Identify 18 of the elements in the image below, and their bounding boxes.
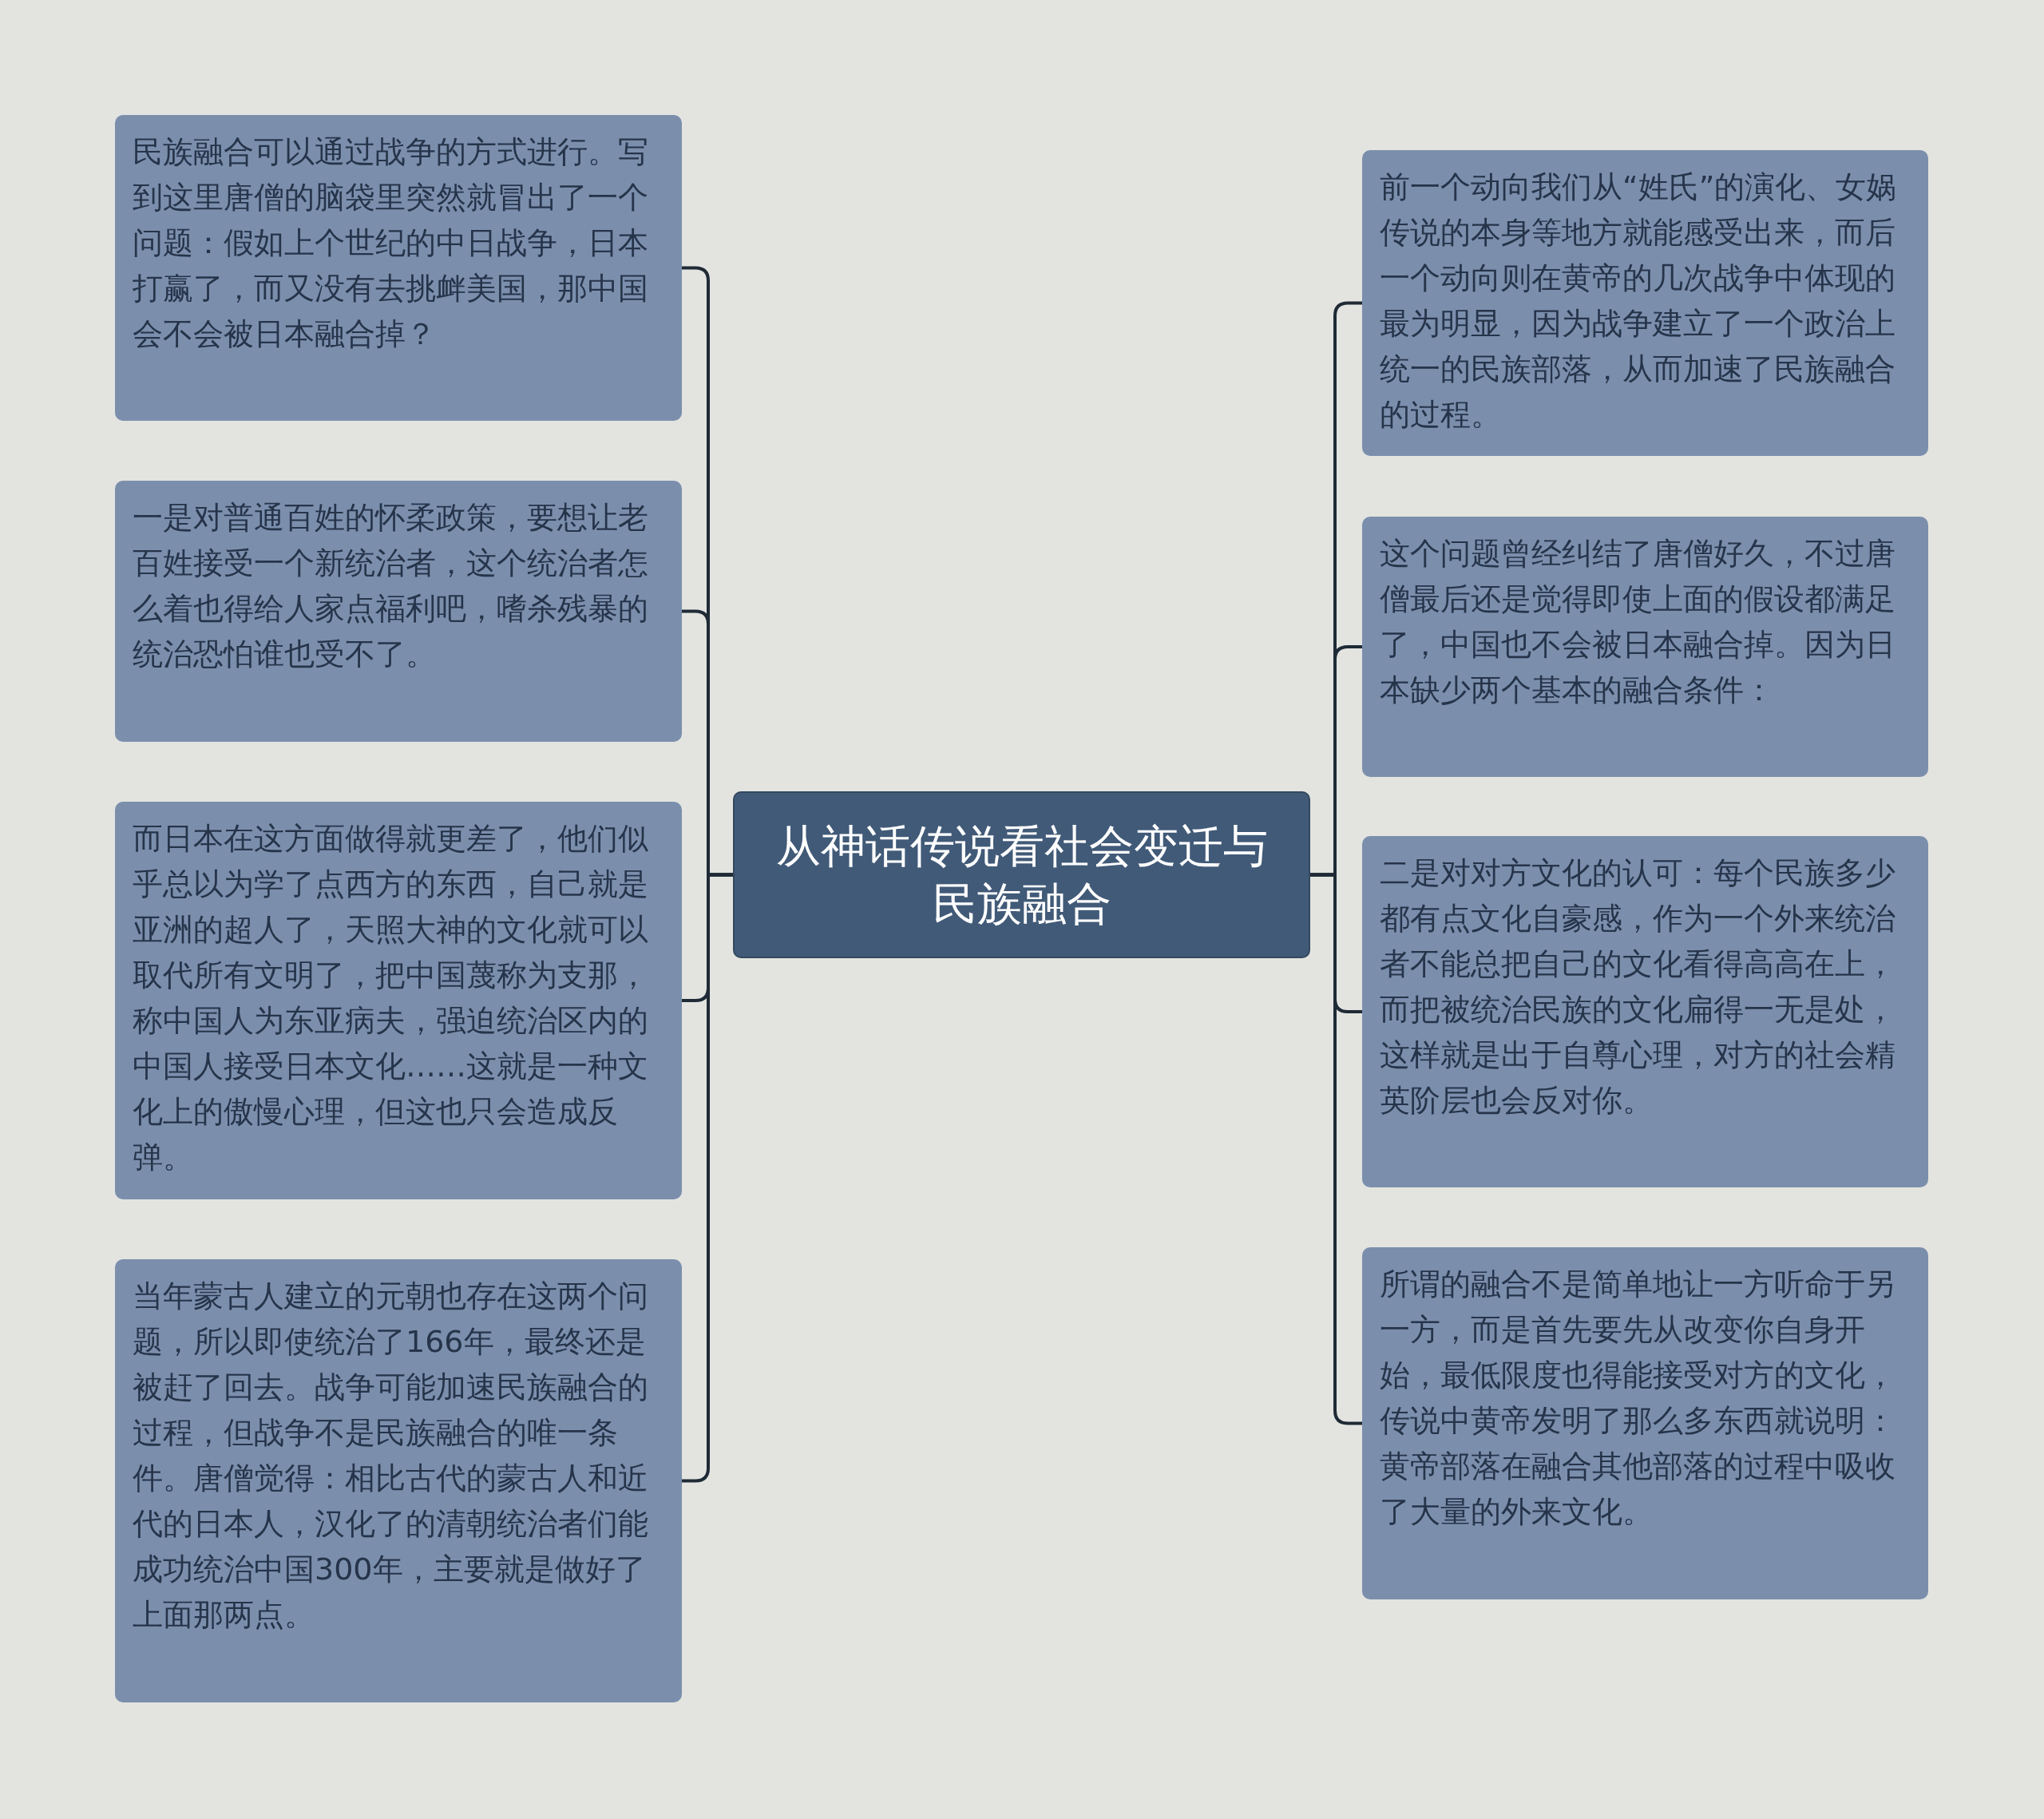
topic-box bbox=[115, 481, 682, 742]
topic-text: 当年蒙古人建立的元朝也存在这两个问题，所以即使统治了166年，最终还是被赶了回去。战争可能加速民族融合的过程，但战争不是民族融合的唯一条件。唐僧觉得：相比古代的蒙古人和近代的日本人，汉化了的清朝统治者们能成功统治中国300年，主要就是做好了上面那两点。 bbox=[133, 1278, 648, 1632]
topic-box bbox=[1362, 517, 1928, 777]
central-topic-text: 从神话传说看社会变迁与民族融合 bbox=[774, 818, 1269, 931]
topic-box bbox=[1362, 1247, 1928, 1599]
topic-box bbox=[1362, 150, 1928, 456]
topic-text: 而日本在这方面做得就更差了，他们似乎总以为学了点西方的东西，自己就是亚洲的超人了，天照大神的文化就可以取代所有文明了，把中国蔑称为支那，称中国人为东亚病夫，强迫统治区内的中国人接受日本文化……这就是一种文化上的傲慢心理，但这也只会造成反弹。 bbox=[133, 821, 648, 1175]
topic-text: 这个问题曾经纠结了唐僧好久，不过唐僧最后还是觉得即使上面的假设都满足了，中国也不会被日本融合掉。因为日本缺少两个基本的融合条件： bbox=[1380, 536, 1895, 707]
topic-box bbox=[1362, 836, 1928, 1187]
topic-text: 所谓的融合不是简单地让一方听命于另一方，而是首先要先从改变你自身开始，最低限度也得能接受对方的文化，传说中黄帝发明了那么多东西就说明：黄帝部落在融合其他部落的过程中吸收了大量的外来文化。 bbox=[1380, 1266, 1895, 1529]
topic-box bbox=[115, 802, 682, 1199]
topic-text: 前一个动向我们从“姓氏”的演化、女娲传说的本身等地方就能感受出来，而后一个动向则在黄帝的几次战争中体现的最为明显，因为战争建立了一个政治上统一的民族部落，从而加速了民族融合的过程。 bbox=[1380, 169, 1897, 432]
topic-text: 二是对对方文化的认可：每个民族多少都有点文化自豪感，作为一个外来统治者不能总把自己的文化看得高高在上，而把被统治民族的文化扁得一无是处，这样就是出于自尊心理，对方的社会精英阶层也会反对你。 bbox=[1380, 855, 1895, 1118]
topic-box bbox=[115, 115, 682, 421]
central-topic-box bbox=[733, 791, 1310, 958]
topic-text: 一是对普通百姓的怀柔政策，要想让老百姓接受一个新统治者，这个统治者怎么着也得给人家点福利吧，嗜杀残暴的统治恐怕谁也受不了。 bbox=[133, 500, 648, 672]
topic-text: 民族融合可以通过战争的方式进行。写到这里唐僧的脑袋里突然就冒出了一个问题：假如上个世纪的中日战争，日本打赢了，而又没有去挑衅美国，那中国会不会被日本融合掉？ bbox=[133, 134, 648, 351]
topic-box bbox=[115, 1259, 682, 1702]
